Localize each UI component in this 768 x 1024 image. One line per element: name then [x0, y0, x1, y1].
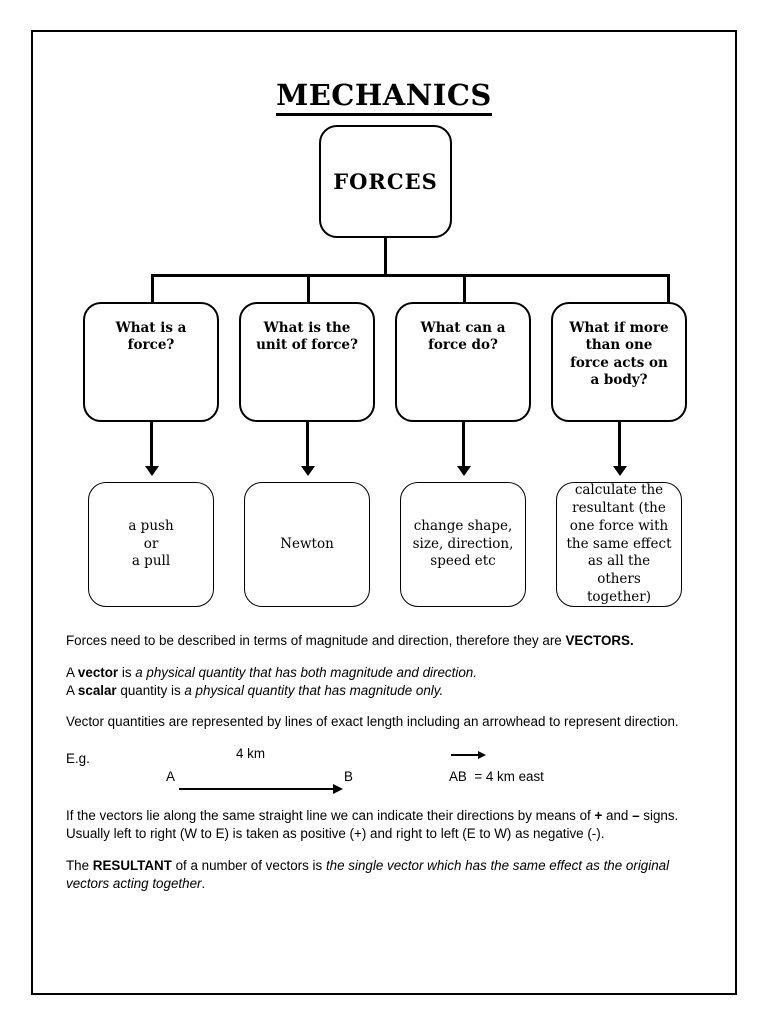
- paragraph-vectors-intro-text: Forces need to be described in terms of …: [66, 633, 566, 648]
- flowchart-question-3-label: What can a force do?: [420, 320, 506, 354]
- paragraph-sign-convention: If the vectors lie along the same straig…: [66, 807, 712, 843]
- resultant-prefix: The: [66, 857, 93, 873]
- example-vector-arrow-icon: [179, 788, 334, 791]
- page-title-text: MECHANICS: [276, 78, 492, 116]
- sign-convention-part-1: If the vectors lie along the same straig…: [66, 808, 595, 824]
- flowchart-question-4-label: What if more than one force acts on a bo…: [569, 320, 669, 388]
- overarrow-icon: [451, 754, 479, 757]
- body-text: Forces need to be described in terms of …: [66, 632, 712, 907]
- connector-root-stem: [384, 238, 387, 276]
- arrow-question-3-to-answer-3: [462, 422, 466, 467]
- flowchart-answer-3: change shape, size, direction, speed etc: [400, 482, 526, 607]
- example-ab-notation-text: AB = 4 km east: [449, 768, 544, 786]
- flowchart-answer-1: a push or a pull: [88, 482, 214, 607]
- vector-definition: a physical quantity that has both magnit…: [135, 664, 477, 680]
- flowchart-question-3: What can a force do?: [395, 302, 531, 422]
- ab-vector-value: = 4 km east: [466, 769, 544, 785]
- scalar-def-is: quantity is: [116, 682, 185, 698]
- scalar-definition: a physical quantity that has magnitude o…: [184, 682, 444, 698]
- flowchart-question-2: What is the unit of force?: [239, 302, 375, 422]
- forces-flowchart: FORCES What is a force? What is the unit…: [33, 32, 739, 632]
- page-title: MECHANICS: [33, 78, 735, 116]
- connector-drop-3: [463, 274, 466, 302]
- flowchart-node-forces-label: FORCES: [333, 169, 438, 194]
- plus-sign-bold: +: [594, 808, 603, 824]
- minus-sign-bold: –: [632, 808, 640, 824]
- flowchart-question-1: What is a force?: [83, 302, 219, 422]
- resultant-definition: the single vector which has the same eff…: [66, 857, 670, 891]
- flowchart-question-2-label: What is the unit of force?: [256, 320, 358, 354]
- scalar-def-prefix: A: [66, 682, 78, 698]
- flowchart-answer-4: calculate the resultant (the one force w…: [556, 482, 682, 607]
- example-label: E.g.: [66, 751, 90, 767]
- connector-drop-1: [151, 274, 154, 302]
- flowchart-answer-3-label: change shape, size, direction, speed etc: [412, 517, 514, 570]
- flowchart-answer-2-label: Newton: [280, 535, 334, 552]
- sign-convention-part-2: signs. Usually left to right (W to E) is…: [66, 808, 679, 842]
- page-frame: MECHANICS FORCES What is a force? What i…: [31, 30, 737, 995]
- arrow-question-2-to-answer-2: [306, 422, 310, 467]
- sign-convention-and: and: [602, 808, 633, 824]
- connector-drop-2: [307, 274, 310, 302]
- connector-drop-4: [667, 274, 670, 302]
- paragraph-vectors-intro: Forces need to be described in terms of …: [66, 632, 712, 650]
- vector-def-is: is: [118, 664, 136, 680]
- flowchart-answer-2: Newton: [244, 482, 370, 607]
- resultant-period: .: [201, 875, 206, 891]
- vector-example: E.g. 4 km A B AB = 4 km east: [66, 745, 712, 797]
- example-point-b-label: B: [344, 769, 353, 785]
- flowchart-node-forces: FORCES: [319, 125, 452, 238]
- flowchart-answer-4-label: calculate the resultant (the one force w…: [566, 482, 672, 606]
- paragraph-resultant: The RESULTANT of a number of vectors is …: [66, 857, 712, 893]
- vectors-keyword: VECTORS.: [565, 633, 634, 648]
- resultant-is: of a number of vectors is: [171, 857, 326, 873]
- paragraph-definitions: A vector is a physical quantity that has…: [66, 664, 712, 700]
- ab-vector-name: AB: [449, 769, 467, 785]
- scalar-keyword: scalar: [77, 682, 117, 698]
- vector-def-prefix: A: [66, 664, 78, 680]
- arrow-question-4-to-answer-4: [618, 422, 622, 467]
- paragraph-representation: Vector quantities are represented by lin…: [66, 714, 679, 730]
- vector-keyword: vector: [77, 664, 119, 680]
- example-distance-label: 4 km: [236, 746, 266, 762]
- example-point-a-label: A: [166, 769, 175, 785]
- flowchart-question-1-label: What is a force?: [115, 320, 187, 354]
- resultant-keyword: RESULTANT: [92, 857, 172, 873]
- arrow-question-1-to-answer-1: [150, 422, 154, 467]
- flowchart-question-4: What if more than one force acts on a bo…: [551, 302, 687, 422]
- connector-bus: [152, 274, 669, 277]
- flowchart-answer-1-label: a push or a pull: [128, 517, 174, 570]
